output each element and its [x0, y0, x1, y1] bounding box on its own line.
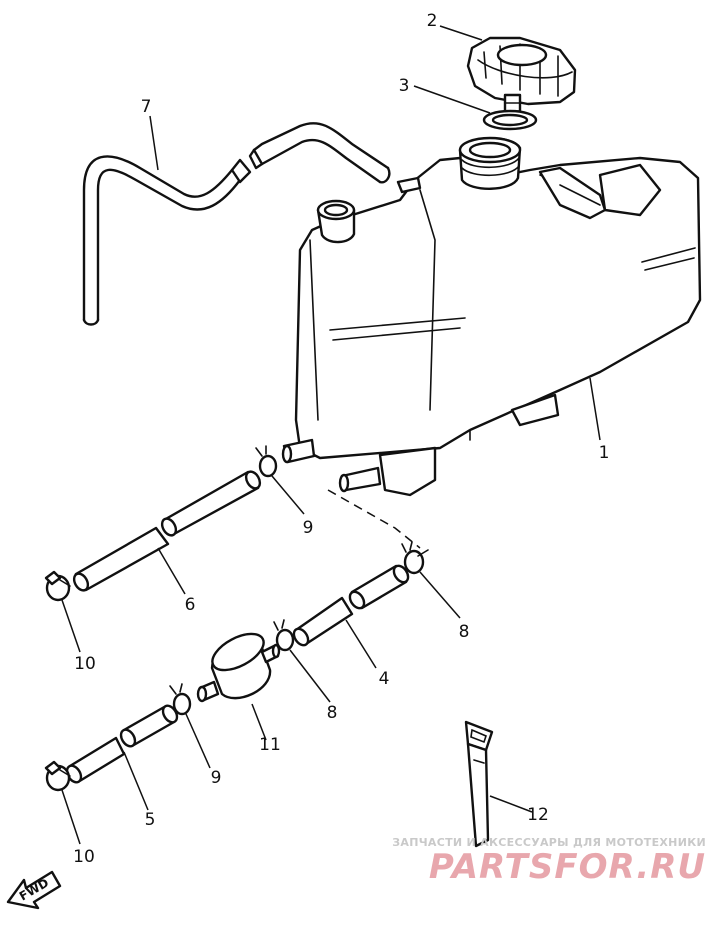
- part-oil-tank: [281, 136, 702, 497]
- callout-6: 6: [185, 595, 196, 615]
- callout-8b: 8: [327, 703, 338, 723]
- callout-9a: 9: [303, 518, 314, 538]
- part-hose-4: [292, 564, 410, 647]
- part-hose-clip-9b: [169, 683, 192, 716]
- watermark: ЗАПЧАСТИ И АКСЕССУАРЫ ДЛЯ МОТОТЕХНИКИ PA…: [392, 836, 706, 887]
- part-cap-gasket: [482, 109, 538, 131]
- watermark-logo: PARTSFOR.RU: [429, 847, 706, 887]
- part-hose-clip-8b: [273, 619, 295, 652]
- part-hose-5: [65, 704, 179, 784]
- callout-9b: 9: [211, 768, 222, 788]
- callout-2: 2: [427, 11, 438, 31]
- leader-lines: [61, 25, 601, 845]
- part-hose-clip-8a: [401, 541, 429, 575]
- callout-4: 4: [379, 669, 390, 689]
- callout-8a: 8: [459, 622, 470, 642]
- part-hose-clip-9a: [255, 445, 278, 478]
- fwd-arrow-icon: FWD: [6, 870, 62, 910]
- part-hose-clamp-10b: [44, 760, 71, 792]
- callout-7: 7: [141, 97, 152, 117]
- callout-5: 5: [145, 810, 156, 830]
- part-oil-filter: [196, 632, 281, 703]
- callout-10a: 10: [74, 654, 96, 674]
- callout-labels: 2 3 7 1 9 6 8 10 4 8 11 9 12 5 10: [73, 11, 609, 867]
- connection-dashed-line: [327, 489, 421, 549]
- watermark-tagline: ЗАПЧАСТИ И АКСЕССУАРЫ ДЛЯ МОТОТЕХНИКИ: [392, 836, 706, 849]
- part-hose-6: [72, 470, 262, 592]
- callout-3: 3: [399, 76, 410, 96]
- part-hose-clamp-10a: [44, 570, 71, 602]
- callout-12: 12: [527, 805, 549, 825]
- callout-1: 1: [599, 443, 610, 463]
- part-tank-strap: [464, 720, 494, 848]
- callout-10b: 10: [73, 847, 95, 867]
- callout-11: 11: [259, 735, 281, 755]
- part-breather-hose: [82, 121, 391, 326]
